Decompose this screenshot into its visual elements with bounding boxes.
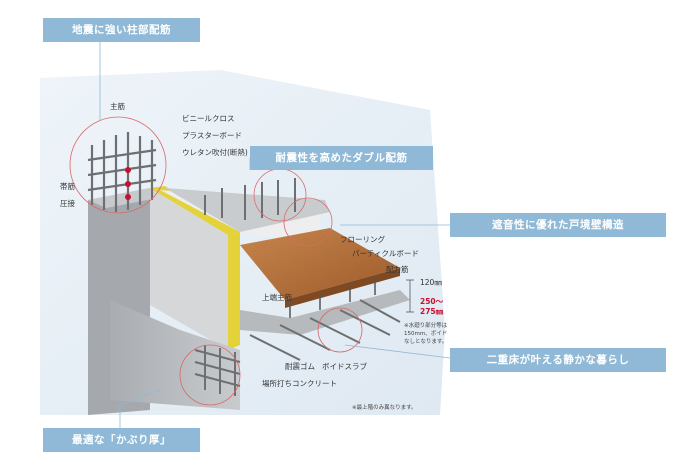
pillar-focus-circle: [69, 116, 167, 214]
base-rebar: [194, 345, 241, 396]
label-thickness-275: 275㎜: [420, 307, 444, 316]
label-particle-board: パーティクルボード: [352, 249, 419, 258]
banner-wall: 遮音性に優れた戸境壁構造: [450, 213, 666, 237]
floor-edge: [285, 268, 400, 308]
note-void: ※水廻り部分等は 150mm、ボイド なしとなります。: [404, 323, 448, 345]
note-bottom: ※最上階のみ異なります。: [352, 405, 417, 411]
label-top-main-bar: 上端主筋: [262, 293, 292, 302]
label-hoop: 帯筋: [60, 182, 75, 191]
floor-focus-circle: [317, 307, 363, 353]
pillar-rebar: [87, 132, 157, 212]
wall-face: [150, 188, 228, 350]
label-weld: 圧接: [60, 199, 75, 208]
base-slab: [110, 300, 240, 410]
label-urethane: ウレタン吹付(断熱): [182, 148, 248, 157]
label-concrete: 場所打ちコンクリート: [262, 379, 337, 388]
label-distribution-bar: 配力筋: [386, 265, 409, 274]
label-thickness-120: 120㎜: [420, 278, 442, 287]
double-rebar: [204, 178, 296, 220]
label-void-slab: ボイドスラブ: [322, 362, 367, 371]
banner-cover: 最適な「かぶり厚」: [43, 428, 200, 452]
slab-rebar: [249, 299, 401, 361]
floor-surface: [240, 228, 400, 300]
upper-slab: [165, 188, 330, 232]
banner-floor: 二重床が叶える静かな暮らし: [450, 348, 666, 372]
slab-under-floor: [240, 290, 410, 335]
banner-pillar: 地震に強い柱部配筋: [43, 18, 200, 42]
label-main-bar: 主筋: [110, 102, 125, 111]
weld-dot-2: [125, 181, 131, 187]
weld-dot-1: [125, 167, 131, 173]
label-plaster-board: プラスターボード: [182, 131, 242, 140]
label-vinyl-cloth: ビニールクロス: [182, 114, 235, 123]
wall-focus-circle: [283, 197, 333, 247]
connector-lines: [99, 40, 451, 430]
thickness-bracket: [406, 279, 414, 313]
wall-board: [228, 232, 240, 350]
banner-double-rebar: 耐震性を高めたダブル配筋: [250, 146, 433, 170]
label-rubber: 耐震ゴム: [285, 362, 315, 371]
label-thickness-250: 250〜: [420, 297, 444, 306]
weld-dot-3: [125, 194, 131, 200]
wall-insulation: [150, 186, 240, 235]
floor-supports: [289, 278, 376, 318]
cover-focus-circle: [179, 344, 241, 406]
label-flooring: フローリング: [340, 235, 385, 244]
